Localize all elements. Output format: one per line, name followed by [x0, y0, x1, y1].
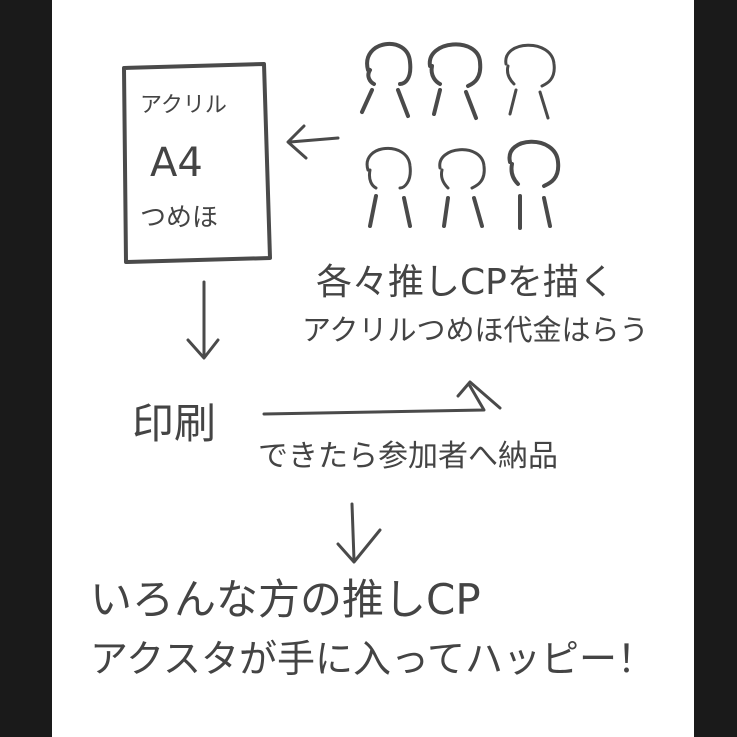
- left-frame-bar: [0, 0, 52, 737]
- person-figure: [504, 43, 556, 120]
- artist-note-line2: アクリルつめほ代金はらう: [302, 313, 649, 347]
- sheet-label-packing: つめほ: [140, 203, 218, 233]
- artist-note-line1: 各々推しCPを描く: [316, 262, 615, 303]
- person-figure: [360, 41, 413, 118]
- person-figure: [438, 148, 486, 228]
- right-frame-bar: [694, 0, 737, 737]
- arrow-sheet-to-print: [186, 280, 220, 360]
- sheet-label-acrylic: アクリル: [140, 93, 227, 118]
- delivery-note-label: できたら参加者へ納品: [258, 439, 558, 474]
- arrow-print-to-artists: [262, 380, 502, 416]
- sheet-label-size: A4: [150, 140, 203, 186]
- print-step-label: 印刷: [132, 399, 216, 448]
- participants-group: [360, 41, 561, 230]
- paper-background: [52, 0, 694, 737]
- person-figure: [507, 139, 561, 230]
- acrylic-sheet: アクリル A4 つめほ: [122, 62, 272, 264]
- acrylic-sheet-outline: [122, 62, 272, 264]
- arrow-people-to-sheet: [286, 124, 340, 160]
- outcome-line2: アクスタが手に入ってハッピー！: [90, 637, 655, 681]
- person-figure: [365, 146, 412, 228]
- arrow-delivery-to-outcome: [336, 502, 382, 564]
- outcome-line1: いろんな方の推しCP: [90, 575, 481, 624]
- person-figure: [427, 42, 483, 120]
